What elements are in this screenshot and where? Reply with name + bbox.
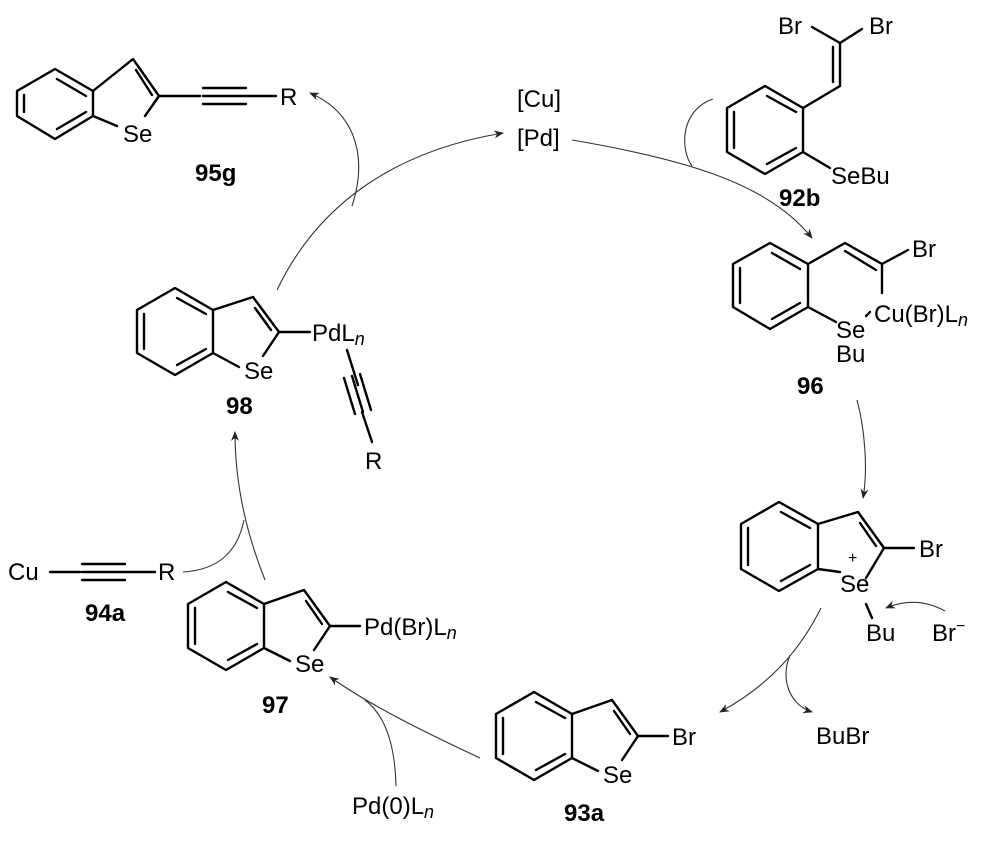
r-group: R bbox=[158, 559, 175, 586]
arrow-to-bubr bbox=[785, 654, 813, 714]
sebu-group: SeBu bbox=[831, 163, 890, 190]
compound-97: Se Pd(Br)Ln 97 bbox=[186, 580, 457, 719]
alkyne-bond bbox=[342, 348, 374, 444]
compound-label-97: 97 bbox=[262, 692, 289, 719]
arrow-93a-to-97 bbox=[329, 676, 481, 759]
copper-catalyst: [Cu] bbox=[517, 86, 561, 113]
arrow-bromide-attack bbox=[885, 600, 946, 612]
compound-98: Se PdLn R 98 bbox=[135, 286, 382, 475]
bromine-atom: Br bbox=[778, 13, 802, 40]
butyl-group: Bu bbox=[866, 620, 895, 647]
bromine-atom: Br bbox=[869, 13, 893, 40]
selenium-atom: Se bbox=[840, 571, 869, 598]
arrow-97-to-98 bbox=[231, 431, 266, 581]
benzene-ring bbox=[739, 500, 820, 593]
bromide-ion: Br− bbox=[932, 618, 965, 647]
selenium-atom: Se bbox=[603, 762, 632, 789]
benzene-ring bbox=[15, 67, 95, 141]
arrow-96-to-selenonium bbox=[856, 399, 869, 499]
arrow-selenonium-to-93a bbox=[719, 607, 822, 713]
benzene-ring bbox=[186, 580, 266, 672]
benzene-ring bbox=[494, 690, 574, 782]
compound-label-93a: 93a bbox=[564, 800, 605, 827]
copper-atom: Cu bbox=[8, 559, 39, 586]
compound-label-96: 96 bbox=[797, 373, 824, 400]
bromine-atom: Br bbox=[912, 236, 936, 263]
selenium-atom: Se bbox=[244, 358, 273, 385]
compound-label-94a: 94a bbox=[85, 600, 126, 627]
selenium-atom: Se bbox=[836, 317, 865, 344]
arrow-98-to-catalyst bbox=[276, 130, 504, 291]
palladium-complex: PdLn bbox=[312, 320, 365, 349]
r-group: R bbox=[280, 84, 297, 111]
r-group: R bbox=[365, 448, 382, 475]
benzene-ring bbox=[725, 84, 805, 176]
palladium-catalyst: [Pd] bbox=[517, 125, 560, 152]
compound-label-95g: 95g bbox=[195, 160, 236, 187]
selenophene-ring bbox=[91, 57, 161, 128]
palladium-complex: Pd(Br)Ln bbox=[364, 614, 457, 643]
arrow-92b-in bbox=[684, 98, 714, 167]
compound-92b: Br Br SeBu 92b bbox=[725, 13, 893, 212]
arrow-catalyst-to-96 bbox=[571, 139, 813, 239]
bromine-atom: Br bbox=[672, 724, 696, 751]
compound-label-92b: 92b bbox=[779, 185, 820, 212]
butyl-group: Bu bbox=[836, 341, 865, 368]
compound-label-98: 98 bbox=[226, 393, 253, 420]
selenonium-intermediate: + Se Br Bu bbox=[739, 500, 943, 647]
benzene-ring bbox=[135, 286, 215, 377]
cycle-arrows bbox=[182, 92, 946, 787]
arrow-94a-in bbox=[182, 519, 245, 573]
arrow-pd0-in bbox=[364, 699, 397, 787]
selenium-atom: Se bbox=[123, 121, 152, 148]
alkyne-bond bbox=[157, 86, 278, 106]
bromine-atom: Br bbox=[919, 536, 943, 563]
copper-complex: Cu(Br)Ln bbox=[874, 301, 968, 330]
selenium-atom: Se bbox=[295, 651, 324, 678]
compound-94a: Cu R 94a bbox=[8, 559, 175, 627]
alkyne-bond bbox=[48, 562, 157, 582]
butyl-bromide: BuBr bbox=[816, 723, 869, 750]
arrow-to-95g bbox=[309, 92, 360, 207]
benzene-ring bbox=[731, 241, 810, 331]
positive-charge: + bbox=[848, 550, 857, 567]
pd0-catalyst: Pd(0)Ln bbox=[352, 793, 434, 822]
compound-96: Br Cu(Br)Ln Se Bu 96 bbox=[731, 236, 968, 400]
compound-93a: Se Br 93a bbox=[494, 690, 696, 827]
compound-95g: Se R 95g bbox=[15, 57, 297, 187]
